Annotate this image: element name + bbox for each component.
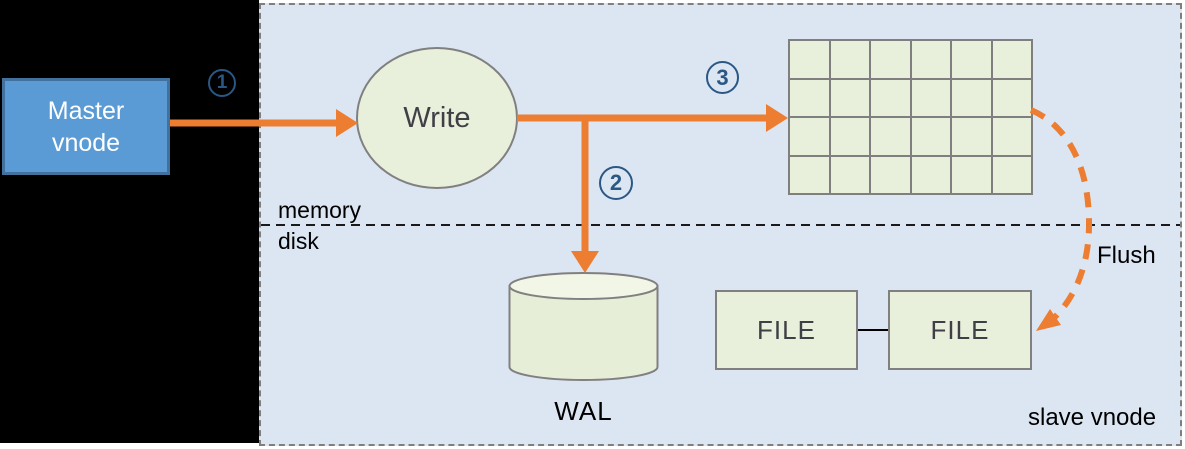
memtable-cell (911, 156, 950, 193)
wal-cylinder-body (508, 285, 659, 381)
file-node-right: FILE (888, 290, 1032, 370)
memtable-cell (992, 156, 1031, 193)
memtable-cell (830, 79, 869, 116)
memtable-cell (992, 41, 1031, 78)
memtable-cell (911, 41, 950, 78)
step-2-badge: 2 (599, 166, 633, 200)
memtable-cell (790, 118, 829, 155)
memtable-cell (952, 118, 991, 155)
memtable-cell (992, 118, 1031, 155)
slave-vnode-label: slave vnode (1028, 404, 1157, 431)
file-node-left: FILE (715, 290, 858, 370)
memtable-cell (871, 118, 910, 155)
write-node: Write (356, 47, 518, 189)
memtable-cell (830, 41, 869, 78)
master-vnode-node: Master vnode (2, 78, 170, 175)
memtable-cell (952, 79, 991, 116)
memtable-cell (871, 41, 910, 78)
wal-cylinder-top (508, 272, 659, 300)
step-1-badge: 1 (208, 69, 236, 97)
memtable-cell (790, 79, 829, 116)
file-node-right-label: FILE (930, 314, 990, 345)
step-3-badge: 3 (706, 61, 739, 94)
memtable-cell (830, 118, 869, 155)
memtable-cell (871, 156, 910, 193)
outer-background (0, 0, 259, 443)
memtable-cell (992, 79, 1031, 116)
disk-label: disk (278, 228, 319, 254)
memtable-cell (830, 156, 869, 193)
memtable-cell (790, 156, 829, 193)
wal-cylinder-icon (508, 272, 659, 381)
memtable-cell (911, 118, 950, 155)
memtable-cell (952, 41, 991, 78)
file-node-left-label: FILE (757, 314, 816, 345)
memtable-cell (871, 79, 910, 116)
memtable-grid (788, 39, 1033, 195)
master-vnode-label: Master vnode (47, 96, 125, 157)
memtable-cell (790, 41, 829, 78)
memtable-cell (952, 156, 991, 193)
write-node-label: Write (403, 101, 471, 134)
wal-label: WAL (554, 396, 613, 426)
flush-label: Flush (1097, 242, 1156, 269)
memory-label: memory (278, 197, 362, 223)
memtable-cell (911, 79, 950, 116)
